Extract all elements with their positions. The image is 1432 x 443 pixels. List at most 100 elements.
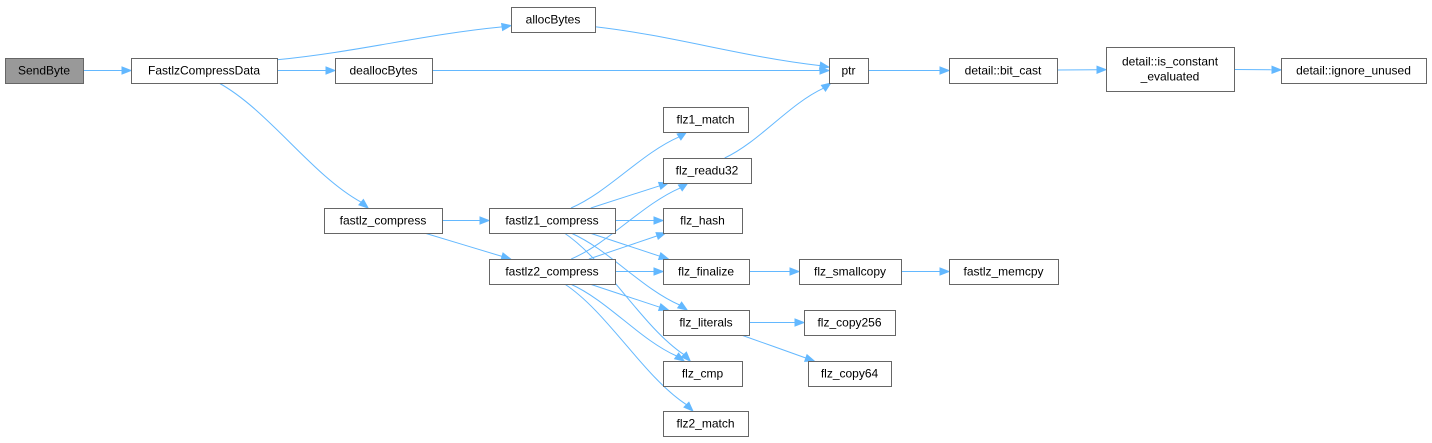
node-box (663, 310, 750, 336)
arrowhead-icon (939, 66, 951, 75)
node-box (663, 259, 750, 285)
edge-fastlz2_compress-to-flz_literals (589, 283, 670, 312)
node-label: flz_smallcopy (814, 265, 886, 279)
node-deallocbytes[interactable]: deallocBytes (335, 58, 433, 84)
edge-flz_literals-to-flz_copy256 (749, 318, 806, 327)
node-label: fastlz2_compress (505, 265, 598, 279)
node-label: fastlz_memcpy (963, 265, 1043, 279)
node-label: flz2_match (676, 417, 734, 431)
edge-line (594, 26, 821, 67)
arrowhead-icon (1271, 65, 1283, 75)
node-box (1106, 47, 1235, 92)
arrowhead-icon (653, 267, 665, 276)
node-box (663, 361, 743, 387)
node-flz_smallcopy[interactable]: flz_smallcopy (799, 259, 902, 285)
edge-flz_smallcopy-to-fastlz_memcpy (900, 267, 951, 276)
node-label: detail::ignore_unused (1296, 64, 1411, 78)
edge-fastlz2_compress-to-flz2_match (564, 283, 694, 412)
node-box (489, 259, 616, 285)
node-fastlz2_compress[interactable]: fastlz2_compress (489, 259, 616, 285)
arrowhead-icon (653, 216, 665, 225)
node-flz_finalize[interactable]: flz_finalize (663, 259, 750, 285)
node-fastlz_compress[interactable]: fastlz_compress (324, 208, 443, 234)
node-label: detail::bit_cast (965, 64, 1042, 78)
node-box (808, 361, 892, 387)
node-box (489, 208, 616, 234)
edge-fastlz1_compress-to-flz_cmp (564, 232, 692, 362)
edge-fastlzcompressdata-to-allocbytes (276, 22, 513, 61)
edge-allocbytes-to-ptr (594, 26, 831, 70)
node-flz_hash[interactable]: flz_hash (663, 208, 743, 234)
edges-layer (82, 22, 1283, 412)
node-box (663, 107, 749, 133)
node-flz_literals[interactable]: flz_literals (663, 310, 750, 336)
node-allocbytes[interactable]: allocBytes (511, 7, 596, 33)
edge-fastlz1_compress-to-flz_readu32 (590, 181, 670, 209)
edge-line (218, 82, 362, 203)
node-label: _evaluated (1140, 70, 1200, 84)
node-is_constant_evaluated[interactable]: detail::is_constant_evaluated (1106, 47, 1235, 92)
node-label: flz_copy64 (821, 367, 879, 381)
node-flz_copy64[interactable]: flz_copy64 (808, 361, 892, 387)
edge-fastlz1_compress-to-flz_hash (615, 216, 665, 225)
edge-line (424, 232, 503, 257)
edge-fastlzcompressdata-to-deallocbytes (276, 66, 337, 75)
edge-fastlz_compress-to-fastlz2_compress (424, 232, 512, 261)
arrowhead-icon (794, 318, 806, 327)
node-box (131, 58, 278, 84)
node-label: deallocBytes (349, 64, 417, 78)
edge-line (724, 87, 824, 159)
arrowhead-icon (677, 182, 689, 192)
node-flz_copy256[interactable]: flz_copy256 (804, 310, 896, 336)
edge-flz_literals-to-flz_copy64 (741, 334, 816, 362)
arrowhead-icon (358, 198, 370, 209)
node-flz_readu32[interactable]: flz_readu32 (663, 158, 752, 184)
node-fastlz1_compress[interactable]: fastlz1_compress (489, 208, 616, 234)
node-ignore_unused[interactable]: detail::ignore_unused (1281, 58, 1427, 84)
node-flz_cmp[interactable]: flz_cmp (663, 361, 743, 387)
node-bit_cast[interactable]: detail::bit_cast (949, 58, 1058, 84)
edge-line (589, 232, 660, 257)
arrowhead-icon (819, 66, 831, 75)
edge-line (588, 235, 658, 260)
arrowhead-icon (683, 401, 694, 412)
node-fastlz_memcpy[interactable]: fastlz_memcpy (949, 259, 1059, 285)
arrowhead-icon (325, 66, 337, 75)
node-box (949, 58, 1058, 84)
edge-fastlz2_compress-to-flz_finalize (614, 267, 665, 276)
edge-line (589, 283, 660, 308)
arrowhead-icon (673, 352, 686, 362)
arrowhead-icon (939, 267, 951, 276)
node-box (5, 58, 84, 84)
node-label: detail::is_constant (1122, 55, 1219, 69)
arrowhead-icon (655, 232, 667, 241)
edge-line (570, 232, 680, 306)
node-label: flz_cmp (682, 367, 724, 381)
node-label: flz_readu32 (676, 164, 739, 178)
edge-flz_readu32-to-ptr (724, 82, 832, 159)
node-box (1281, 58, 1427, 84)
edge-line (570, 136, 680, 209)
node-label: fastlz_compress (340, 214, 427, 228)
node-ptr[interactable]: ptr (829, 58, 869, 84)
edge-fastlz_compress-to-fastlz1_compress (442, 216, 491, 225)
node-fastlzcompressdata[interactable]: FastlzCompressData (131, 58, 278, 84)
edge-line (570, 283, 677, 357)
node-flz1_match[interactable]: flz1_match (663, 107, 749, 133)
edge-line (571, 187, 681, 260)
node-label: flz_copy256 (817, 316, 881, 330)
edge-line (564, 232, 685, 356)
arrowhead-icon (676, 131, 688, 141)
edge-fastlzcompressdata-to-fastlz_compress (218, 82, 370, 209)
edge-fastlz1_compress-to-flz_literals (570, 232, 689, 311)
edge-deallocbytes-to-ptr (432, 66, 831, 75)
node-sendbyte[interactable]: SendByte (5, 58, 84, 84)
node-flz2_match[interactable]: flz2_match (663, 411, 749, 437)
arrowhead-icon (820, 82, 832, 92)
node-box (511, 7, 596, 33)
edge-line (276, 26, 503, 61)
node-label: allocBytes (526, 13, 581, 27)
node-box (829, 58, 869, 84)
node-label: ptr (841, 64, 855, 78)
